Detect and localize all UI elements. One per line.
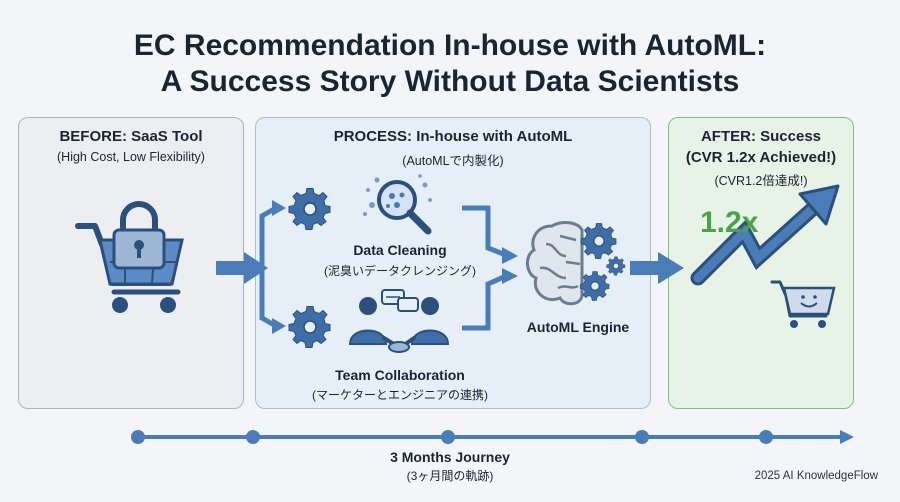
arrow-before-to-process <box>216 252 268 284</box>
after-subtitle-jp: (CVR1.2倍達成!) <box>714 174 808 188</box>
before-panel: BEFORE: SaaS Tool (High Cost, Low Flexib… <box>18 117 244 409</box>
timeline-label: 3 Months Journey <box>390 449 510 465</box>
timeline-sublabel: (3ヶ月間の軌跡) <box>406 469 494 483</box>
process-panel: PROCESS: In-house with AutoML (AutoMLで内製… <box>255 117 651 409</box>
data-cleaning-sublabel: (泥臭いデータクレンジング) <box>324 264 476 278</box>
process-title: PROCESS: In-house with AutoML <box>333 128 573 145</box>
magnifier-data-icon <box>363 174 432 235</box>
timeline <box>131 430 854 444</box>
team-collaboration-sublabel: (マーケターとエンジニアの連携) <box>312 388 488 402</box>
after-subtitle: (CVR 1.2x Achieved!) <box>685 149 837 166</box>
gear-icon-cleaning <box>288 187 331 231</box>
brain-gears-icon <box>526 221 626 306</box>
arrow-head-top <box>272 200 286 216</box>
process-subtitle: (AutoMLで内製化) <box>402 154 504 168</box>
gear-icon-collaboration <box>288 305 331 349</box>
after-title: AFTER: Success <box>700 128 822 145</box>
before-title: BEFORE: SaaS Tool <box>59 128 203 145</box>
arrow-process-to-after <box>630 252 684 284</box>
before-subtitle: (High Cost, Low Flexibility) <box>57 150 205 164</box>
branch-arrows <box>259 205 278 329</box>
credit-text: 2025 AI KnowledgeFlow <box>754 470 878 482</box>
main-title-line2: A Success Story Without Data Scientists <box>160 65 740 98</box>
growth-arrow-icon <box>690 184 840 286</box>
arrow-head-engine-top <box>502 247 518 264</box>
happy-cart-icon <box>770 280 836 328</box>
main-title-line1: EC Recommendation In-house with AutoML: <box>133 29 767 62</box>
team-collaboration-icon <box>348 289 450 353</box>
cvr-metric: 1.2x <box>700 206 759 239</box>
arrow-head-bottom <box>272 318 286 334</box>
team-collaboration-label: Team Collaboration <box>335 367 465 383</box>
automl-engine-label: AutoML Engine <box>526 319 630 335</box>
locked-cart-icon <box>75 201 184 313</box>
arrows-to-engine <box>462 205 508 331</box>
arrow-head-engine-bottom <box>502 268 518 284</box>
data-cleaning-label: Data Cleaning <box>353 242 447 258</box>
